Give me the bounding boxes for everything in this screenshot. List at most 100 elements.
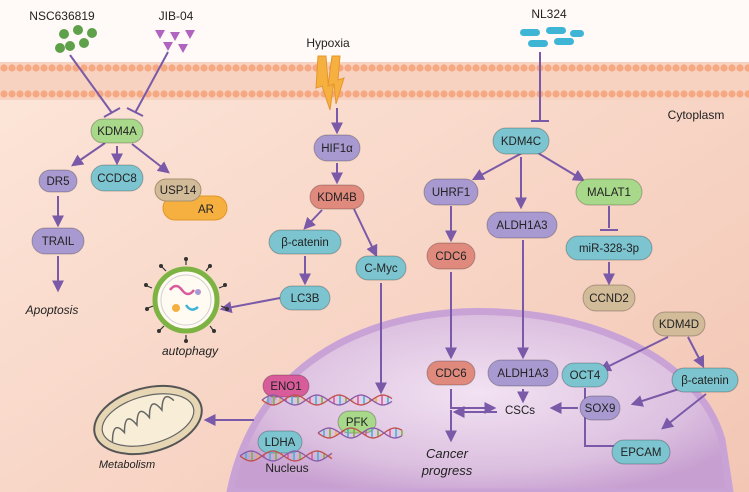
arrow-kdm4b-cmyc (353, 208, 378, 258)
aldh1a3-n-text: ALDH1A3 (497, 368, 548, 380)
pfk-node: PFK (337, 410, 377, 434)
ccdc8-node: CCDC8 (90, 164, 144, 192)
kdm4d-pill (652, 311, 706, 337)
inhibit-line-jib (134, 51, 169, 114)
arrow-kdm4d-oct4 (598, 336, 669, 372)
hif1a-pill (313, 134, 361, 162)
cancer-progress-label-1: Cancer (426, 446, 469, 461)
hypoxia-label: Hypoxia (306, 36, 350, 50)
usp14-ar-complex: USP14 AR (154, 178, 228, 221)
mir-text: miR-328-3p (579, 243, 639, 255)
kdm4d-node: KDM4D (652, 311, 706, 337)
mitochondrion-icon (93, 384, 203, 456)
nucleus-label: Nucleus (265, 461, 308, 475)
oct4-text: OCT4 (570, 370, 601, 382)
ccdc8-text: CCDC8 (97, 173, 137, 185)
jib04-triangles (155, 30, 195, 53)
kdm4a-text: KDM4A (97, 126, 137, 138)
dr5-node: DR5 (38, 169, 78, 193)
cdc6-n-text: CDC6 (435, 368, 466, 380)
kdm4a-pill (90, 118, 144, 144)
cdc6-n-node: CDC6 (426, 360, 476, 386)
arrow-kdm4c-malat1 (537, 152, 586, 182)
malat1-node: MALAT1 (575, 178, 643, 206)
cscs-text: CSCs (505, 405, 535, 417)
metabolism-label: Metabolism (99, 459, 155, 471)
bcatenin-d-text: β-catenin (681, 375, 729, 387)
lc3b-node: LC3B (279, 285, 331, 311)
pfk-pill (337, 410, 377, 434)
extracellular-space (0, 0, 749, 62)
arrow-bcatenin-epcam (661, 393, 707, 430)
kdm4a-node: KDM4A (90, 118, 144, 144)
aldh1a3-c-text: ALDH1A3 (496, 220, 547, 232)
epcam-text: EPCAM (621, 447, 662, 459)
epcam-node: EPCAM (611, 439, 671, 465)
mir-node: miR-328-3p (565, 235, 653, 261)
sox9-text: SOX9 (585, 403, 616, 415)
dr5-text: DR5 (46, 176, 69, 188)
cdc6-n-pill (426, 360, 476, 386)
dr5-pill (38, 169, 78, 193)
inhibit-bar-nsc (103, 107, 121, 118)
arrow-bcatenin-sox9 (630, 387, 683, 407)
cmyc-node: C-Myc (355, 255, 407, 281)
cmyc-text: C-Myc (364, 263, 397, 275)
inhibit-bar-jib (126, 107, 144, 117)
cdc6-c-text: CDC6 (435, 251, 466, 263)
uhrf1-node: UHRF1 (423, 178, 479, 206)
cell-membrane (0, 62, 749, 100)
jib04-label: JIB-04 (159, 9, 194, 23)
malat1-text: MALAT1 (587, 187, 631, 199)
eno1-node: ENO1 (262, 374, 310, 398)
ccnd2-pill (582, 284, 636, 312)
hif1a-text: HIF1α (321, 143, 353, 155)
arrow-kdm4c-uhrf1 (471, 152, 523, 181)
cscs-node: CSCs (505, 405, 535, 417)
nsc636819-label: NSC636819 (29, 9, 95, 23)
aldh1a3-c-pill (486, 211, 558, 239)
aldh1a3-c-node: ALDH1A3 (486, 211, 558, 239)
usp14-node: USP14 (160, 185, 197, 197)
arrow-cdc6-cscs (450, 389, 497, 414)
cdc6-c-node: CDC6 (426, 242, 476, 270)
bcatenin-b-node: β-catenin (268, 229, 342, 255)
uhrf1-text: UHRF1 (432, 187, 470, 199)
trail-text: TRAIL (42, 236, 75, 248)
kdm4c-pill (492, 127, 550, 155)
trail-node: TRAIL (31, 227, 85, 255)
eno1-text: ENO1 (270, 381, 301, 393)
arrow-kdm4b-bcatenin (303, 209, 323, 230)
trail-pill (31, 227, 85, 255)
arrow-kdm4a-dr5 (71, 142, 106, 167)
ldha-text: LDHA (265, 437, 296, 449)
epcam-pill (611, 439, 671, 465)
arrow-kdm4a-usp14 (131, 143, 170, 174)
autophagy-label: autophagy (162, 344, 219, 358)
ar-node: AR (198, 204, 214, 216)
ccnd2-text: CCND2 (589, 293, 629, 305)
nl324-label: NL324 (531, 7, 567, 21)
apoptosis-label: Apoptosis (25, 303, 79, 317)
uhrf1-pill (423, 178, 479, 206)
dna-helix (317, 427, 403, 439)
kdm4c-node: KDM4C (492, 127, 550, 155)
bcatenin-b-text: β-catenin (281, 237, 329, 249)
kdm4d-text: KDM4D (659, 319, 699, 331)
kdm4b-pill (309, 184, 365, 210)
pfk-text: PFK (346, 417, 369, 429)
lc3b-text: LC3B (291, 293, 320, 305)
ccdc8-pill (90, 164, 144, 192)
inhibit-line-nsc (69, 54, 113, 114)
malat1-pill (575, 178, 643, 206)
ccnd2-node: CCND2 (582, 284, 636, 312)
arrow-lc3b-autophagy (219, 297, 281, 314)
dna-helices (239, 394, 403, 462)
eno1-pill (262, 374, 310, 398)
arrow-kdm4d-bcatenin (687, 336, 705, 369)
aldh1a3-n-pill (487, 359, 559, 387)
mir-pill (565, 235, 653, 261)
